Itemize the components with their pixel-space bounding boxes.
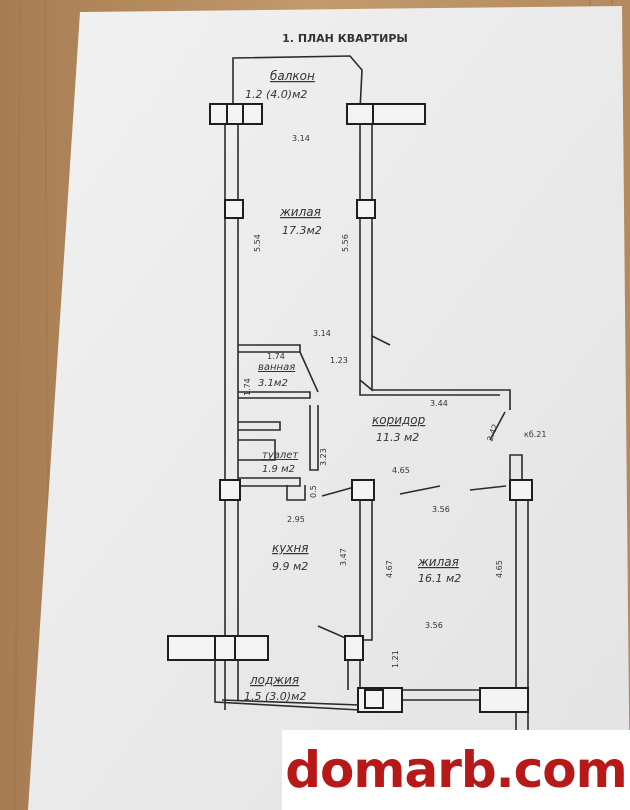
room-loggia-name: лоджия bbox=[249, 673, 299, 687]
room-living1-name: жилая bbox=[279, 205, 321, 219]
dim-1-23: 1.23 bbox=[330, 356, 348, 365]
room-bathroom-area: 3.1м2 bbox=[258, 378, 288, 389]
room-balcony-name: балкон bbox=[270, 69, 315, 83]
room-living1-area: 17.3м2 bbox=[282, 224, 322, 237]
watermark-banner: domarb.com bbox=[282, 730, 630, 810]
room-living2-area: 16.1 м2 bbox=[418, 572, 461, 585]
dim-3-56-top: 3.56 bbox=[432, 505, 450, 514]
room-bathroom-name: ванная bbox=[258, 362, 295, 373]
dim-kb-6-21: кб.21 bbox=[524, 430, 547, 439]
dim-4-65-h: 4.65 bbox=[392, 466, 410, 475]
room-corridor-name: коридор bbox=[372, 413, 426, 427]
room-kitchen-area: 9.9 м2 bbox=[272, 560, 308, 573]
dim-1-74-h: 1.74 bbox=[267, 352, 285, 361]
dim-3-14-top: 3.14 bbox=[292, 134, 310, 143]
room-toilet-area: 1.9 м2 bbox=[262, 464, 295, 475]
paper-sheet bbox=[28, 6, 630, 810]
room-kitchen-name: кухня bbox=[272, 541, 309, 555]
dim-1-21: 1.21 bbox=[391, 650, 400, 668]
room-loggia-area: 1.5 (3.0)м2 bbox=[244, 690, 306, 703]
room-toilet-name: туалет bbox=[262, 450, 299, 461]
dim-3-44: 3.44 bbox=[430, 399, 448, 408]
dim-3-14-mid: 3.14 bbox=[313, 329, 331, 338]
dim-3-47: 3.47 bbox=[339, 548, 348, 566]
dim-5-54: 5.54 bbox=[253, 234, 262, 252]
room-labels: балкон 1.2 (4.0)м2 жилая 17.3м2 ванная 3… bbox=[244, 69, 461, 703]
dim-4-65-v: 4.65 bbox=[495, 560, 504, 578]
dim-4-67: 4.67 bbox=[385, 560, 394, 578]
room-corridor-area: 11.3 м2 bbox=[376, 431, 419, 444]
dim-2-95: 2.95 bbox=[287, 515, 305, 524]
dim-0-5: 0.5 bbox=[309, 485, 318, 498]
dim-5-56: 5.56 bbox=[341, 234, 350, 252]
room-living2-name: жилая bbox=[417, 555, 459, 569]
room-balcony-area: 1.2 (4.0)м2 bbox=[245, 88, 307, 101]
wood-grain bbox=[14, 0, 613, 810]
watermark-text: domarb.com bbox=[285, 741, 628, 799]
plan-title: 1. ПЛАН КВАРТИРЫ bbox=[282, 32, 408, 45]
dim-3-56-bottom: 3.56 bbox=[425, 621, 443, 630]
dimension-labels: 3.14 5.54 5.56 3.14 1.74 1.23 1.74 3.44 … bbox=[243, 134, 547, 668]
dim-3-23: 3.23 bbox=[319, 448, 328, 466]
dim-1-74-v: 1.74 bbox=[243, 378, 252, 396]
window-blocks bbox=[167, 103, 533, 713]
